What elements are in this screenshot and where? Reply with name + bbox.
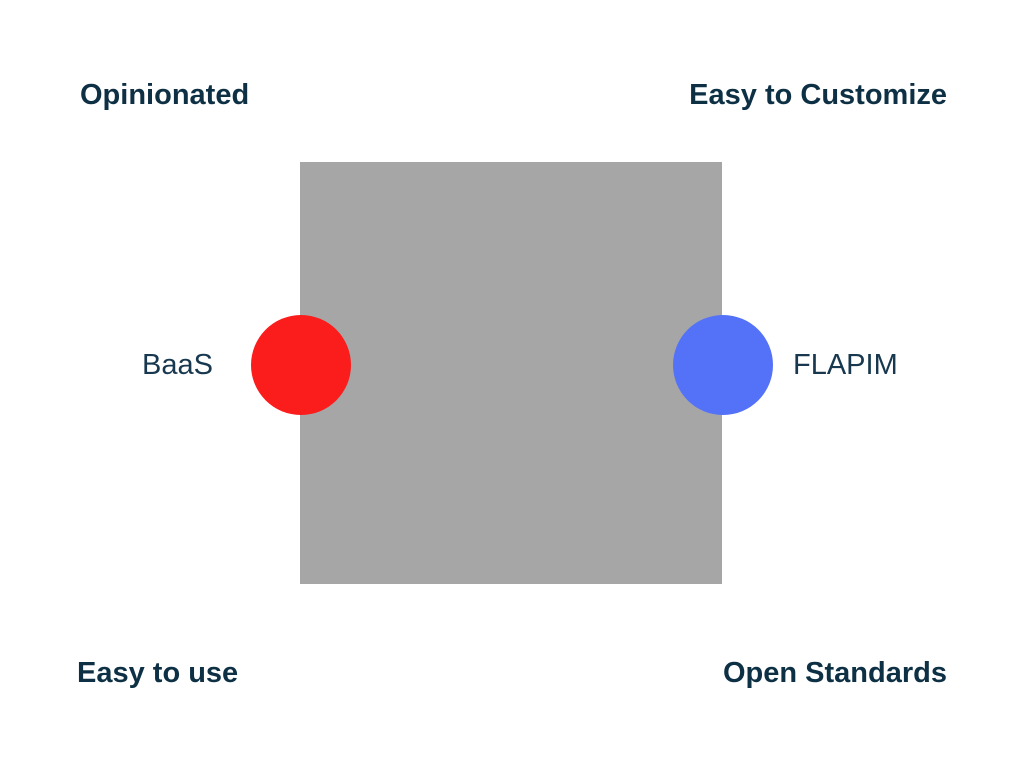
label-bottom-right: Open Standards <box>723 657 947 689</box>
baas-dot <box>251 315 351 415</box>
label-top-left: Opinionated <box>80 79 250 111</box>
label-top-right: Easy to Customize <box>689 79 947 111</box>
flapim-label: FLAPIM <box>793 349 898 381</box>
flapim-dot <box>673 315 773 415</box>
label-bottom-left: Easy to use <box>77 657 239 689</box>
quadrant-square <box>300 162 722 584</box>
baas-label: BaaS <box>142 349 213 381</box>
